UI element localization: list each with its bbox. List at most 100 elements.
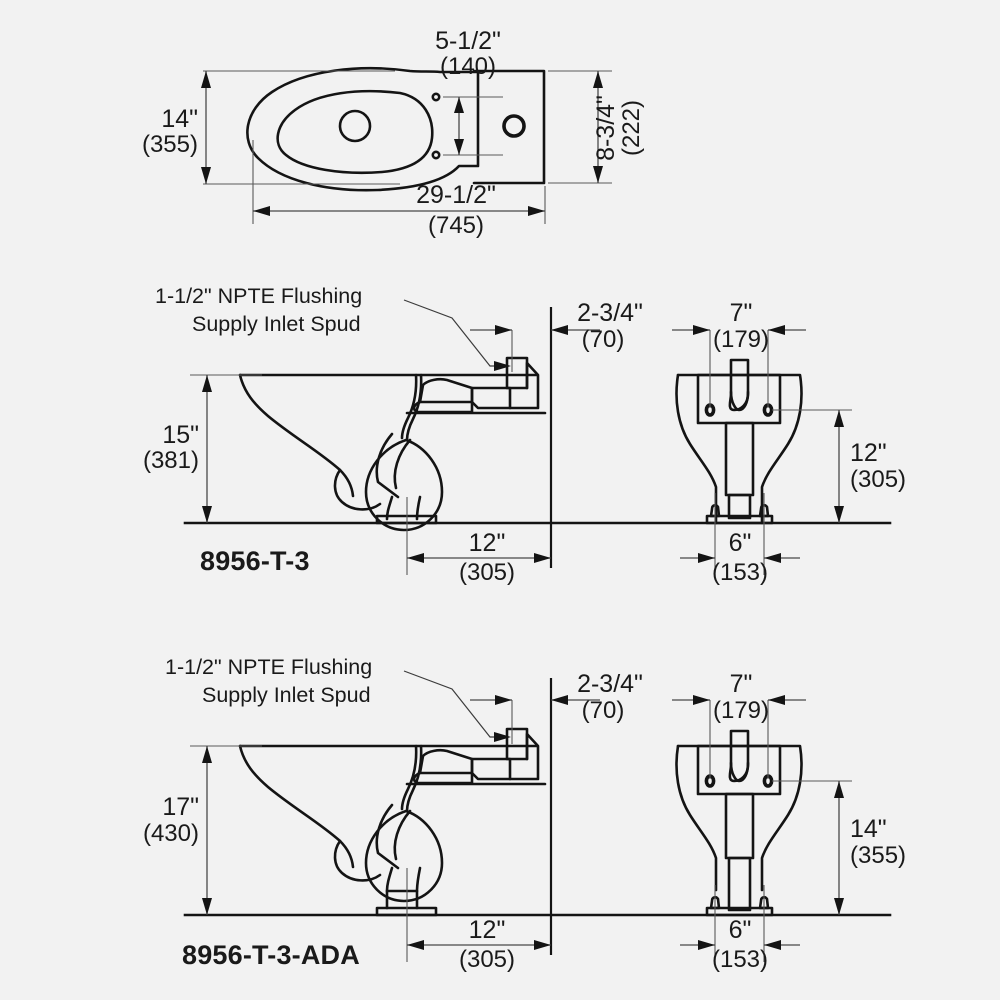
- ada-label-430mm: (430): [143, 820, 199, 847]
- std-note-leader: [403, 299, 507, 367]
- ada-spud-lower-flange: [412, 771, 474, 785]
- std-front-base-cap-left: [709, 503, 721, 518]
- plan-rear-platform: [472, 69, 546, 185]
- std-model-label: 8956-T-3: [200, 546, 310, 576]
- ada-note-leader-arrow: [494, 732, 511, 742]
- std-label-15in: 15": [162, 421, 199, 449]
- std-bowl-bulb: [333, 468, 382, 511]
- std-arrow-front12-up: [834, 410, 844, 427]
- std-arrow-12-left: [407, 553, 424, 563]
- plan-bowl-inner-outline: [276, 89, 434, 175]
- plan-arrow-14-down: [201, 167, 211, 184]
- std-front-label-305mm: (305): [850, 466, 906, 493]
- std-arrow-front12-down: [834, 506, 844, 523]
- plan-label-140mm: (140): [440, 53, 496, 80]
- ada-arrow-spud-outer: [551, 695, 568, 705]
- std-spud-body: [418, 377, 474, 404]
- ada-front-bowl-outline-left: [675, 744, 718, 892]
- ada-spud-taper: [508, 732, 540, 781]
- plan-arrow-875-up: [593, 71, 603, 88]
- std-note-line1: 1-1/2" NPTE Flushing: [155, 284, 362, 308]
- std-label-381mm: (381): [143, 447, 199, 474]
- std-arrow-spud-inner: [495, 325, 512, 335]
- std-arrow-6-right: [764, 553, 781, 563]
- ada-arrow-12-left: [407, 940, 424, 950]
- plan-arrow-55-down: [454, 139, 464, 155]
- ada-label-12in: 12": [469, 916, 506, 944]
- ada-arrow-front14-up: [834, 781, 844, 798]
- ada-spud-body: [418, 748, 474, 775]
- plan-arrow-14-up: [201, 71, 211, 88]
- std-arrow-12-right: [534, 553, 551, 563]
- std-bowl-profile: [238, 373, 355, 498]
- plan-label-295in: 29-1/2": [416, 181, 496, 209]
- ada-note-line1: 1-1/2" NPTE Flushing: [165, 655, 372, 679]
- ada-arrow-6-right: [764, 940, 781, 950]
- plan-arrow-295-right: [528, 206, 545, 216]
- ada-front-bowl-outline: [676, 744, 803, 892]
- std-note-leader-arrow: [494, 361, 511, 371]
- std-arrow-7-left: [693, 325, 710, 335]
- ada-front-top-block: [696, 744, 782, 796]
- plan-drain-hole: [338, 109, 372, 143]
- ada-trapway-flange: [375, 906, 438, 917]
- ada-trapway-bulb: [364, 809, 444, 903]
- std-arrow-15-down: [202, 506, 212, 523]
- std-front-base-flange: [705, 514, 774, 525]
- plan-bolt-hole-lower: [431, 150, 441, 160]
- ada-label-153mm: (153): [712, 946, 768, 973]
- std-arrow-7-right: [768, 325, 785, 335]
- ada-note-leader: [403, 670, 507, 738]
- ada-arrow-17-up: [202, 746, 212, 763]
- ada-trapway-outlet-neck2: [415, 866, 422, 910]
- std-front-pedestal-lower: [727, 493, 752, 520]
- std-front-base-cap-right: [758, 503, 770, 518]
- std-front-top-block: [696, 373, 782, 425]
- plan-label-222mm: (222): [618, 100, 645, 156]
- std-trapway-flange: [375, 514, 438, 525]
- ada-bowl-throat-inner: [405, 744, 423, 813]
- plan-label-355mm: (355): [142, 131, 198, 158]
- ada-bowl-bulb: [333, 839, 382, 882]
- ada-arrow-front14-down: [834, 898, 844, 915]
- std-label-70mm: (70): [582, 326, 625, 353]
- std-front-bowl-outline: [676, 373, 803, 525]
- ada-front-pedestal-lower: [727, 856, 752, 912]
- std-front-label-12in: 12": [850, 439, 887, 467]
- plan-label-14in: 14": [161, 105, 198, 133]
- std-trapway-inner-a: [375, 432, 400, 499]
- ada-elevation-group: 17" (430) 12" (305) 2-3/4" (70) 1-1/2" N…: [143, 655, 906, 973]
- ada-trapway-inner-a: [375, 803, 400, 870]
- std-spud-taper: [508, 361, 540, 410]
- ada-arrow-12-right: [534, 940, 551, 950]
- std-spud-lower-flange: [412, 400, 474, 414]
- ada-trapway-outlet-neck: [385, 866, 394, 910]
- plan-arrow-55-up: [454, 97, 464, 113]
- ada-label-234in: 2-3/4": [577, 670, 643, 698]
- std-label-6in: 6": [729, 529, 752, 557]
- std-label-179mm: (179): [713, 326, 769, 353]
- ada-label-70mm: (70): [582, 697, 625, 724]
- ada-label-7in: 7": [730, 670, 753, 698]
- ada-model-label: 8956-T-3-ADA: [182, 940, 360, 970]
- ada-label-17in: 17": [162, 793, 199, 821]
- ada-trapway-inner-b: [393, 809, 412, 861]
- std-label-234in: 2-3/4": [577, 299, 643, 327]
- plan-label-55in: 5-1/2": [435, 27, 501, 55]
- ada-front-base-cap-left: [709, 895, 721, 910]
- std-front-bowl-outline-left: [675, 373, 718, 525]
- std-trapway-bulb: [364, 438, 444, 532]
- ada-front-base-cap-right: [758, 895, 770, 910]
- plan-bolt-hole-upper: [431, 92, 441, 102]
- ada-arrow-6-left: [698, 940, 715, 950]
- plan-spud-hole: [502, 114, 526, 138]
- plan-label-875in: 8-3/4": [592, 95, 620, 161]
- ada-label-6in: 6": [729, 916, 752, 944]
- ada-arrow-spud-inner: [495, 695, 512, 705]
- std-front-spud-tab-round: [729, 390, 750, 412]
- plan-label-745mm: (745): [428, 212, 484, 239]
- plan-arrow-295-left: [253, 206, 270, 216]
- std-trapway-inner-b: [393, 438, 412, 490]
- std-spud-angle-piece: [470, 386, 512, 410]
